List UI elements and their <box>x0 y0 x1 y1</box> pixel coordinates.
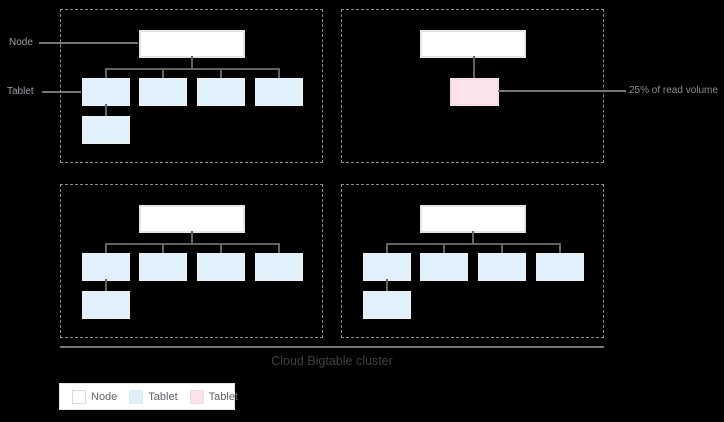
tablet-box <box>82 116 130 144</box>
legend-item-node: Node <box>72 389 118 404</box>
connector-tablet-link <box>386 279 388 292</box>
node-box <box>420 205 526 233</box>
connector-drop <box>278 68 280 79</box>
cluster-group-bottom-left <box>60 184 323 338</box>
tablet-box <box>478 253 526 281</box>
legend-label: Tablet <box>148 390 178 403</box>
node-box <box>139 205 245 233</box>
connector-node-drop <box>472 231 474 244</box>
connector-node-drop <box>191 231 193 244</box>
cluster-group-top-right <box>341 9 604 163</box>
legend-item-tablet: Tablet <box>129 389 178 404</box>
cluster-caption: Cloud Bigtable cluster <box>271 354 393 368</box>
legend-item-hot-tablet: Tablet <box>189 389 239 404</box>
node-leader-line <box>39 42 138 44</box>
connector-drop <box>501 243 503 254</box>
tablet-box <box>536 253 584 281</box>
connector-bus <box>386 243 561 245</box>
connector-tablet-link <box>105 279 107 292</box>
legend-label: Tablet <box>208 390 239 403</box>
connector-drop <box>386 243 388 254</box>
tablet-box <box>139 253 187 281</box>
hot-tablet-box <box>450 78 499 106</box>
tablet-pointer-label: Tablet <box>7 86 34 97</box>
node-swatch <box>72 389 86 404</box>
connector-bus <box>105 68 280 70</box>
connector-bus <box>105 243 280 245</box>
tablet-box <box>363 291 411 319</box>
connector-drop <box>220 243 222 254</box>
read-volume-leader-line <box>498 90 626 92</box>
tablet-box <box>197 78 245 106</box>
cluster-group-bottom-right <box>341 184 604 338</box>
legend-label: Node <box>91 390 118 403</box>
connector-node-drop <box>473 56 475 79</box>
tablet-box <box>82 78 130 106</box>
connector-tablet-link <box>105 104 107 117</box>
tablet-box <box>82 253 130 281</box>
connector-drop <box>162 243 164 254</box>
connector-drop <box>105 68 107 79</box>
tablet-swatch <box>129 389 144 404</box>
legend: Node Tablet Tablet <box>59 383 239 410</box>
tablet-leader-line <box>42 91 81 93</box>
node-pointer-label: Node <box>9 37 33 48</box>
connector-drop <box>443 243 445 254</box>
tablet-box <box>139 78 187 106</box>
connector-drop <box>559 243 561 254</box>
tablet-box <box>363 253 411 281</box>
hot-tablet-swatch <box>189 389 204 404</box>
node-box <box>139 30 245 58</box>
tablet-box <box>255 253 303 281</box>
connector-drop <box>162 68 164 79</box>
read-volume-label: 25% of read volume <box>629 85 718 96</box>
tablet-box <box>420 253 468 281</box>
cluster-group-top-left <box>60 9 323 163</box>
connector-node-drop <box>191 56 193 69</box>
connector-drop <box>105 243 107 254</box>
node-box <box>420 30 526 58</box>
cluster-divider-line <box>60 346 604 348</box>
tablet-box <box>82 291 130 319</box>
tablet-box <box>197 253 245 281</box>
connector-drop <box>220 68 222 79</box>
tablet-box <box>255 78 303 106</box>
connector-drop <box>278 243 280 254</box>
